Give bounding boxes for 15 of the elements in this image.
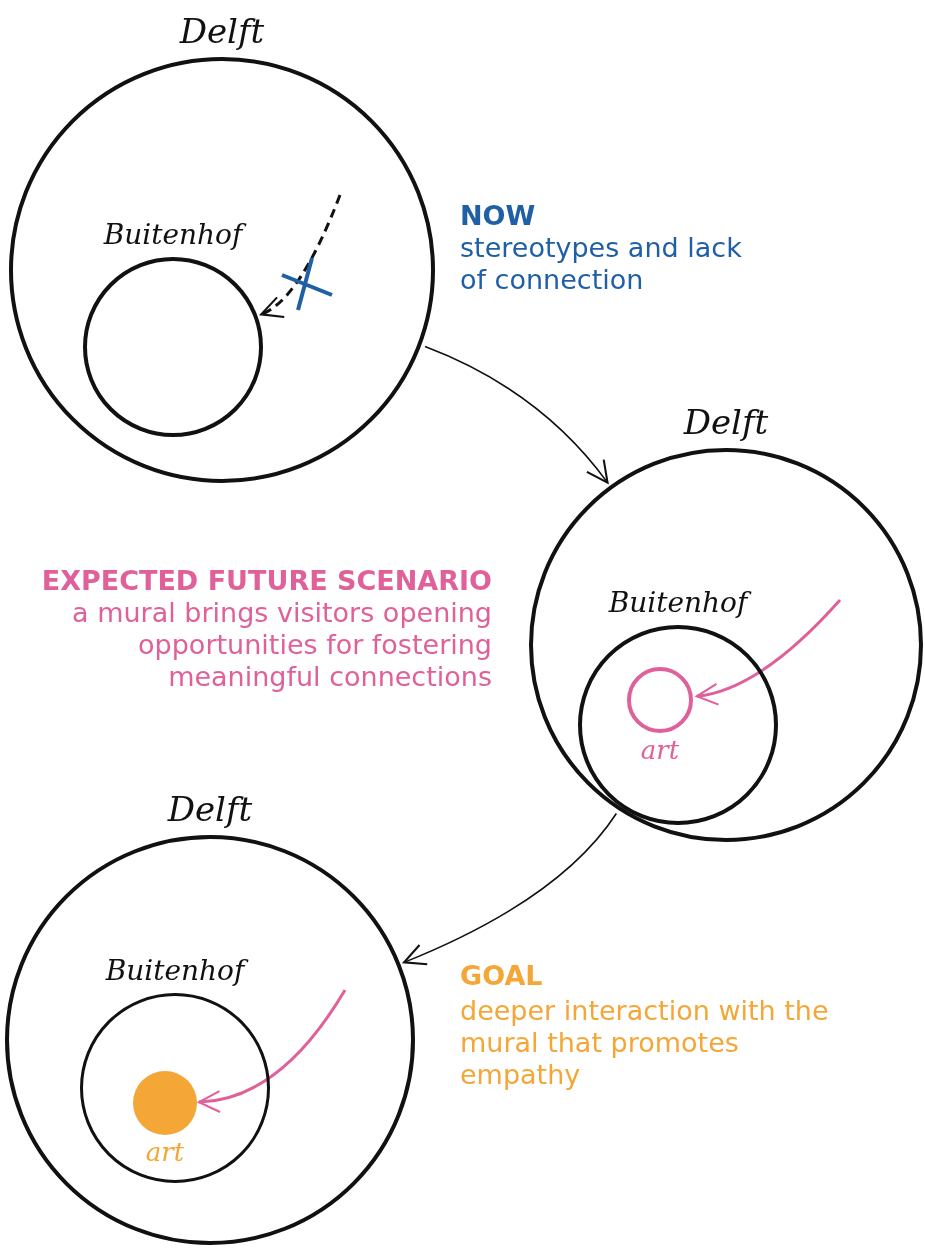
arrow [403, 812, 618, 965]
heading: GOAL [460, 960, 544, 992]
place-label: Delft [167, 789, 253, 829]
description: stereotypes and lack of connection [460, 232, 743, 296]
place-label: art [640, 735, 680, 765]
arrow [197, 989, 347, 1112]
heading: EXPECTED FUTURE SCENARIO [40, 565, 492, 597]
place-label: Delft [179, 11, 265, 51]
arrow [260, 194, 342, 317]
description: deeper interaction with the mural that promotes empathy [460, 995, 830, 1091]
place-label: art [145, 1137, 185, 1167]
heading: NOW [460, 200, 537, 232]
description: a mural brings visitors opening opportunities for fostering meaningful connections [71, 597, 492, 693]
arrow [424, 345, 609, 484]
place-label: Delft [683, 402, 769, 442]
